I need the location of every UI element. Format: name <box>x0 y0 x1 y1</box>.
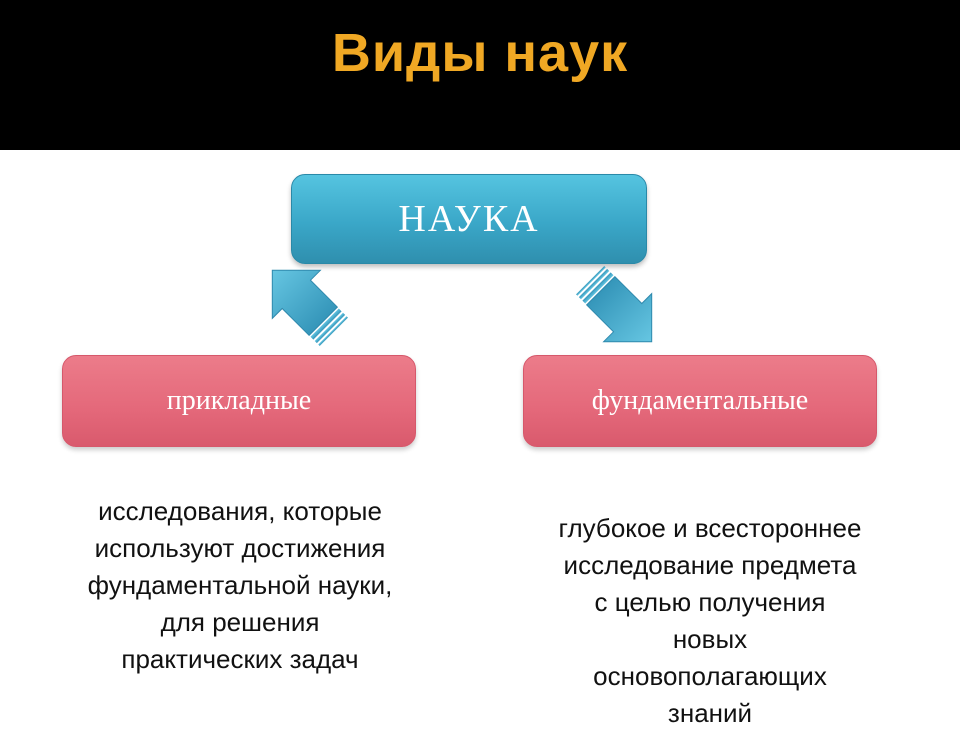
node-applied: прикладные <box>62 355 416 447</box>
fundamental-description-line: глубокое и всестороннее <box>558 513 862 543</box>
node-fundamental-label: фундаментальные <box>591 385 809 416</box>
node-fundamental: фундаментальные <box>523 355 877 447</box>
fundamental-description-line: с целью получения <box>594 587 826 617</box>
header-bar <box>0 0 960 150</box>
fundamental-description: глубокое и всестороннее исследование пре… <box>505 510 915 732</box>
page-title: Виды наук <box>331 23 629 83</box>
arrow-science-to-fundamental <box>576 266 653 343</box>
applied-description-line: для решения <box>160 607 320 637</box>
applied-description: исследования, которые используют достиже… <box>40 493 440 678</box>
fundamental-description-line: исследование предмета <box>563 550 857 580</box>
fundamental-description-line: знаний <box>667 698 753 728</box>
applied-description-line: практических задач <box>121 644 359 674</box>
fundamental-description-line: основополагающих <box>593 661 827 691</box>
arrow-applied-to-science <box>271 269 348 346</box>
node-nauka-label: НАУКА <box>398 198 540 240</box>
node-nauka: НАУКА <box>291 174 647 264</box>
applied-description-line: фундаментальной науки, <box>87 570 393 600</box>
fundamental-description-line: новых <box>672 624 748 654</box>
node-applied-label: прикладные <box>166 385 312 416</box>
applied-description-line: исследования, которые <box>98 496 382 526</box>
applied-description-line: используют достижения <box>94 533 386 563</box>
